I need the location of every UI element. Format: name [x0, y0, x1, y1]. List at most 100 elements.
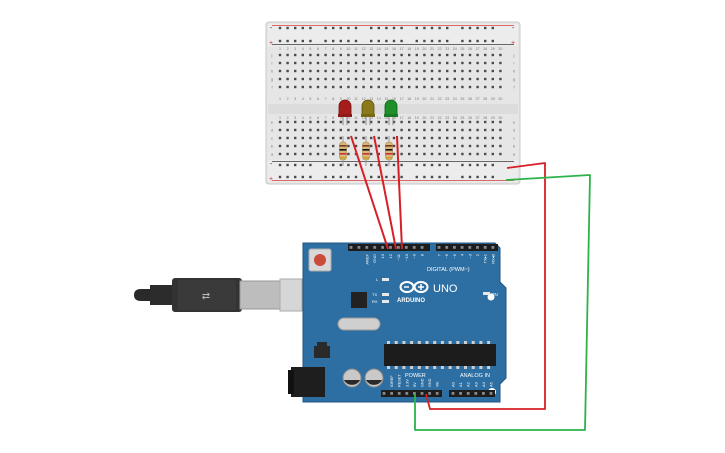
breadboard-hole[interactable] — [461, 120, 464, 124]
rail-hole[interactable] — [415, 39, 418, 43]
breadboard-hole[interactable] — [278, 120, 282, 124]
header-pin[interactable] — [382, 392, 386, 395]
breadboard-hole[interactable] — [476, 85, 479, 89]
green-led[interactable] — [384, 99, 398, 125]
breadboard-hole[interactable] — [415, 120, 418, 124]
breadboard-hole[interactable] — [370, 77, 373, 81]
breadboard-hole[interactable] — [468, 53, 472, 57]
rail-hole[interactable] — [324, 26, 327, 30]
rail-hole[interactable] — [446, 39, 449, 43]
breadboard-hole[interactable] — [324, 85, 327, 89]
rail-hole[interactable] — [392, 175, 396, 179]
rail-hole[interactable] — [301, 175, 304, 179]
breadboard-hole[interactable] — [408, 77, 411, 81]
rail-hole[interactable] — [354, 26, 358, 30]
breadboard-hole[interactable] — [446, 120, 449, 124]
header-pin[interactable] — [413, 392, 416, 395]
breadboard-hole[interactable] — [278, 69, 282, 73]
breadboard-hole[interactable] — [453, 120, 456, 124]
breadboard-hole[interactable] — [491, 120, 494, 124]
header-pin[interactable] — [405, 392, 409, 395]
breadboard-hole[interactable] — [339, 61, 342, 65]
rail-hole[interactable] — [438, 26, 441, 30]
breadboard-hole[interactable] — [438, 77, 441, 81]
rail-hole[interactable] — [332, 175, 335, 179]
breadboard-hole[interactable] — [339, 120, 342, 124]
breadboard-hole[interactable] — [385, 77, 388, 81]
breadboard-hole[interactable] — [430, 61, 434, 65]
breadboard-hole[interactable] — [347, 77, 350, 81]
breadboard-hole[interactable] — [392, 77, 396, 81]
rail-hole[interactable] — [339, 163, 342, 167]
breadboard-hole[interactable] — [324, 69, 327, 73]
breadboard-hole[interactable] — [446, 69, 449, 73]
header-pin[interactable] — [404, 246, 408, 249]
header-pin[interactable] — [389, 246, 392, 249]
breadboard-hole[interactable] — [438, 144, 441, 148]
breadboard-hole[interactable] — [278, 77, 282, 81]
breadboard-hole[interactable] — [453, 128, 456, 132]
breadboard-hole[interactable] — [347, 128, 350, 132]
breadboard-hole[interactable] — [499, 61, 502, 65]
rail-hole[interactable] — [324, 39, 327, 43]
rail-hole[interactable] — [294, 175, 297, 179]
breadboard-hole[interactable] — [362, 77, 365, 81]
rail-hole[interactable] — [370, 163, 373, 167]
breadboard-hole[interactable] — [316, 85, 320, 89]
breadboard-hole[interactable] — [385, 85, 388, 89]
breadboard-hole[interactable] — [415, 69, 418, 73]
rail-hole[interactable] — [430, 163, 434, 167]
breadboard-hole[interactable] — [468, 85, 472, 89]
breadboard-hole[interactable] — [468, 128, 472, 132]
breadboard-hole[interactable] — [354, 128, 358, 132]
breadboard-hole[interactable] — [385, 61, 388, 65]
header-pin[interactable] — [420, 392, 424, 395]
breadboard-hole[interactable] — [294, 53, 297, 57]
header-pin[interactable] — [428, 392, 431, 395]
breadboard-hole[interactable] — [370, 69, 373, 73]
breadboard-hole[interactable] — [316, 77, 320, 81]
yellow-led[interactable] — [361, 99, 375, 125]
wire-yellow-led-to-pin12[interactable] — [373, 135, 397, 250]
breadboard-hole[interactable] — [301, 136, 304, 140]
rail-hole[interactable] — [415, 163, 418, 167]
rail-hole[interactable] — [377, 39, 380, 43]
power-header[interactable] — [381, 390, 442, 397]
breadboard-hole[interactable] — [453, 77, 456, 81]
rail-hole[interactable] — [301, 26, 304, 30]
header-pin[interactable] — [466, 392, 470, 395]
breadboard-hole[interactable] — [446, 136, 449, 140]
rail-hole[interactable] — [438, 39, 441, 43]
breadboard-hole[interactable] — [491, 53, 494, 57]
breadboard-hole[interactable] — [453, 69, 456, 73]
rail-hole[interactable] — [491, 175, 494, 179]
breadboard-hole[interactable] — [278, 53, 282, 57]
header-pin[interactable] — [483, 246, 487, 249]
breadboard-hole[interactable] — [309, 77, 312, 81]
rail-hole[interactable] — [484, 175, 487, 179]
breadboard-hole[interactable] — [354, 85, 358, 89]
breadboard-hole[interactable] — [484, 120, 487, 124]
breadboard-hole[interactable] — [408, 120, 411, 124]
breadboard-hole[interactable] — [316, 152, 320, 156]
wire-red-5v-to-rail[interactable] — [425, 162, 546, 410]
breadboard-hole[interactable] — [484, 85, 487, 89]
breadboard-hole[interactable] — [370, 128, 373, 132]
breadboard-hole[interactable] — [339, 77, 342, 81]
breadboard-hole[interactable] — [377, 144, 380, 148]
rail-hole[interactable] — [377, 26, 380, 30]
breadboard-hole[interactable] — [309, 61, 312, 65]
breadboard-hole[interactable] — [354, 53, 358, 57]
rail-hole[interactable] — [354, 175, 358, 179]
analog-header[interactable] — [449, 390, 495, 397]
breadboard-hole[interactable] — [385, 136, 388, 140]
rail-hole[interactable] — [278, 26, 282, 30]
breadboard-hole[interactable] — [385, 120, 388, 124]
breadboard-hole[interactable] — [430, 144, 434, 148]
rail-hole[interactable] — [400, 39, 403, 43]
breadboard-hole[interactable] — [400, 128, 403, 132]
breadboard-hole[interactable] — [362, 136, 365, 140]
breadboard-hole[interactable] — [392, 120, 396, 124]
rail-hole[interactable] — [339, 39, 342, 43]
breadboard-hole[interactable] — [453, 85, 456, 89]
